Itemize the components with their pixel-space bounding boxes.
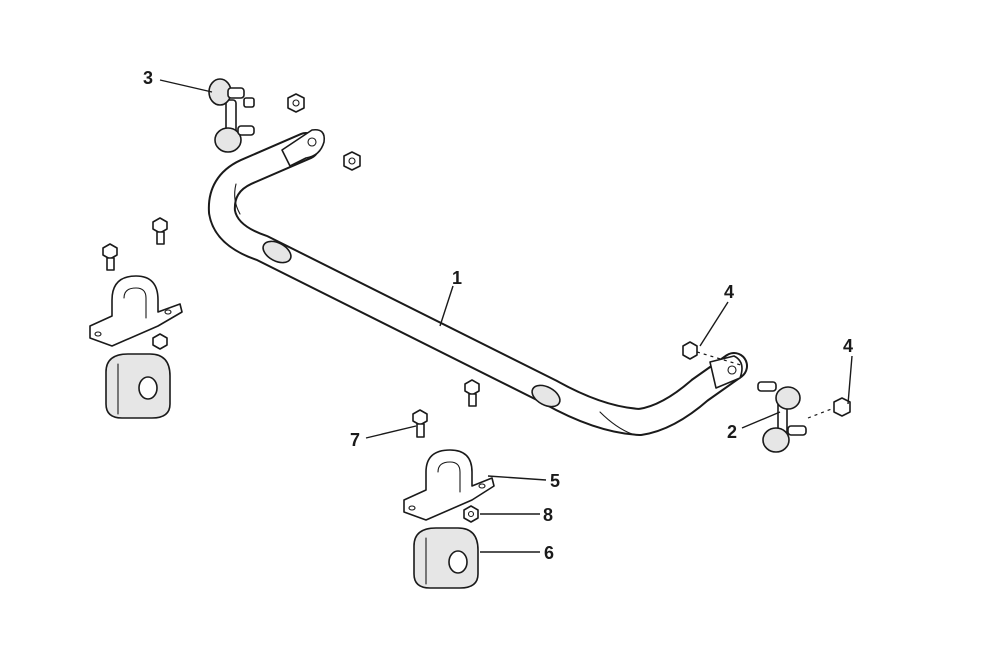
- bar-bushing-groove-right: [531, 384, 561, 408]
- link-nut-top-left: [287, 93, 305, 113]
- callout-1: 1: [452, 268, 462, 288]
- link-nut-mid-left: [343, 151, 361, 171]
- bushing-right: [413, 527, 479, 589]
- nut-part-8: [463, 505, 479, 523]
- callout-8: 8: [543, 505, 553, 525]
- bolt-left-a: [152, 217, 168, 245]
- callout-4-right: 4: [843, 336, 853, 356]
- bushing-left: [105, 353, 171, 419]
- callout-5: 5: [550, 471, 560, 491]
- stabilizer-bar: [207, 128, 748, 436]
- bolt-left-b: [102, 243, 118, 271]
- bar-bushing-groove-left: [262, 240, 292, 264]
- callout-labels: 1 2 3 4 4 5 6 7 8: [143, 68, 853, 563]
- bushing-bracket-left: [89, 275, 183, 347]
- bolt-center: [464, 379, 480, 407]
- callout-6: 6: [544, 543, 554, 563]
- link-nut-right-upper: [682, 341, 698, 360]
- callout-2: 2: [727, 422, 737, 442]
- link-nut-right-outer: [833, 397, 851, 417]
- stabilizer-link-right: [757, 381, 807, 453]
- leader-lines: [159, 79, 853, 553]
- stabilizer-link-left: [208, 78, 255, 153]
- bushing-bracket-right: [403, 449, 495, 521]
- bracket-nut-left: [152, 333, 168, 350]
- bolt-part-7: [412, 409, 428, 438]
- callout-7: 7: [350, 430, 360, 450]
- callout-4-upper: 4: [724, 282, 734, 302]
- callout-3: 3: [143, 68, 153, 88]
